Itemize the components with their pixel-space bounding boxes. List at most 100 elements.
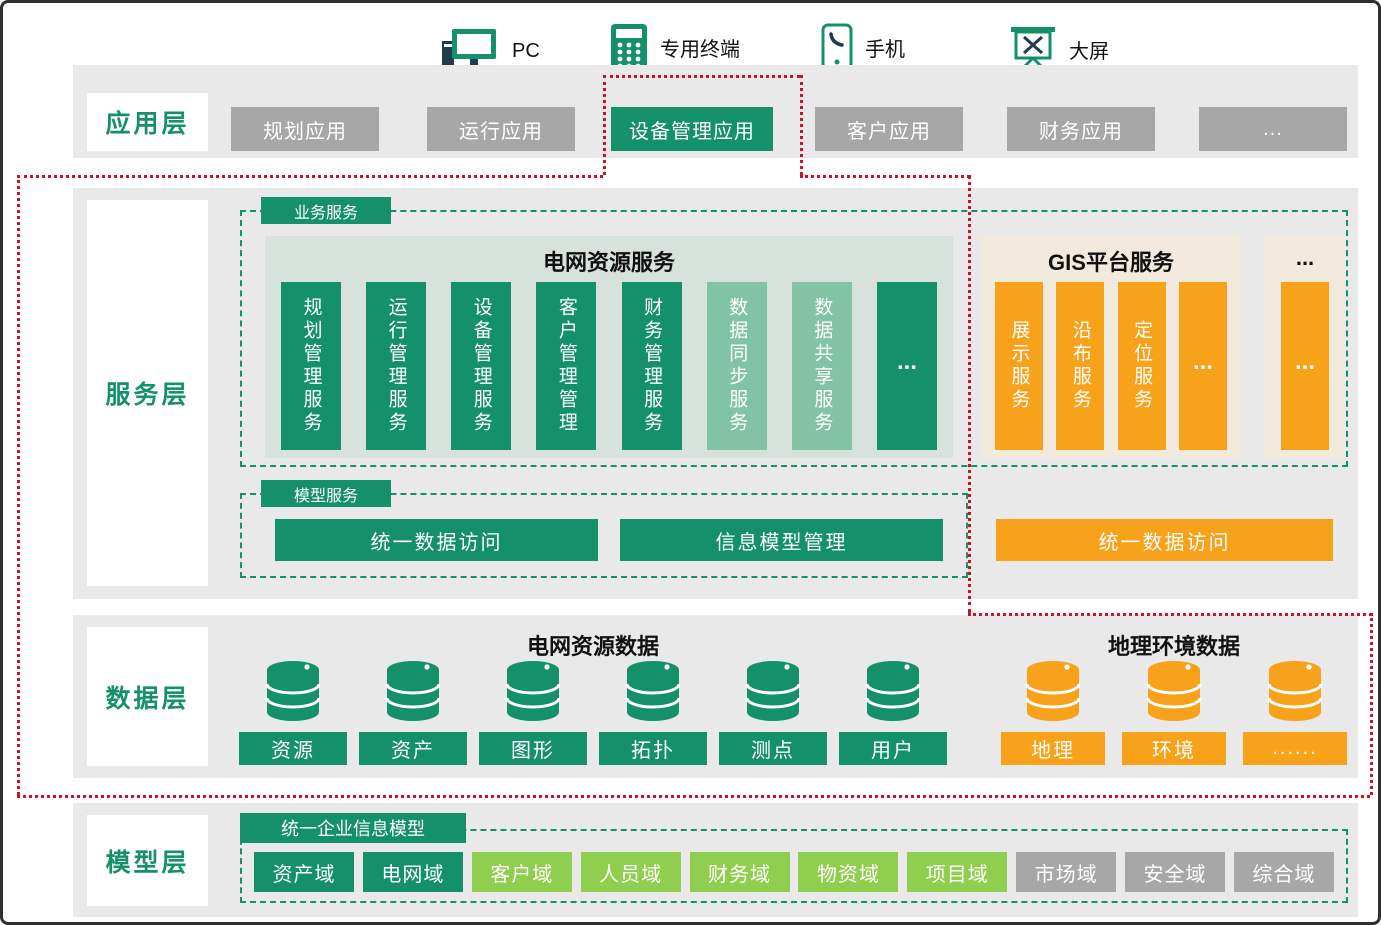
- app-customer: 客户应用: [815, 107, 963, 151]
- info-model-management-button: 信息模型管理: [620, 519, 943, 561]
- model-layer-title: 模型层: [87, 815, 208, 906]
- domain-material: 物资域: [798, 852, 899, 892]
- unified-enterprise-model-tag: 统一企业信息模型: [240, 813, 466, 843]
- device-pc: PC: [440, 27, 540, 75]
- domain-market: 市场域: [1016, 852, 1117, 892]
- domain-project: 项目域: [907, 852, 1008, 892]
- domain-security: 安全域: [1125, 852, 1225, 892]
- db-measurement-label: 测点: [719, 732, 827, 765]
- db-topology: 拓扑: [599, 659, 707, 765]
- database-icon: [385, 661, 441, 721]
- app-finance: 财务应用: [1007, 107, 1155, 151]
- enterprise-model-box: [240, 829, 1348, 903]
- model-services-box: [240, 493, 968, 578]
- service-device-mgmt: 设备管理服务: [451, 282, 512, 450]
- db-geo-more-label: ......: [1243, 732, 1347, 765]
- more-service-columns: ...: [1265, 282, 1345, 450]
- service-data-sync: 数据同步服务: [706, 282, 767, 450]
- database-icon: [745, 661, 801, 721]
- domain-asset: 资产域: [254, 852, 354, 892]
- service-operation-mgmt: 运行管理服务: [366, 282, 427, 450]
- gis-publish-service: 沿布服务: [1056, 282, 1105, 450]
- domain-customer: 客户域: [471, 852, 572, 892]
- highlight-path-right-mid: [968, 175, 971, 613]
- db-environment-label: 环境: [1122, 732, 1226, 765]
- more-service-column: ...: [1281, 282, 1329, 450]
- grid-resource-services-title: 电网资源服务: [542, 250, 675, 275]
- database-icon: [1025, 661, 1081, 721]
- model-domain-row: 资产域 电网域 客户域 人员域 财务域 物资域 项目域 市场域 安全域 综合域: [254, 852, 1334, 892]
- grid-database-group: 资源 资产 图形: [239, 659, 947, 765]
- highlight-path-right-upper: [800, 75, 803, 175]
- database-icon: [505, 661, 561, 721]
- database-icon: [1146, 661, 1202, 721]
- service-customer-mgmt: 客户管理管理: [536, 282, 597, 450]
- unified-data-access-button: 统一数据访问: [275, 519, 598, 561]
- highlight-path-left-long: [17, 175, 20, 795]
- db-geography-label: 地理: [1001, 732, 1105, 765]
- service-more: ...: [876, 282, 937, 450]
- grid-resource-services-panel: 电网资源服务 规划管理服务 运行管理服务 设备管理服务 客户管理管理 财务管理服…: [265, 236, 953, 458]
- gis-unified-data-access-button: 统一数据访问: [996, 519, 1333, 561]
- gis-more-service: ...: [1178, 282, 1227, 450]
- app-layer-title: 应用层: [87, 93, 208, 151]
- business-services-box: [240, 210, 1348, 467]
- db-topology-label: 拓扑: [599, 732, 707, 765]
- device-phone: 手机: [821, 23, 905, 71]
- phone-icon: [821, 23, 853, 71]
- gis-platform-services-panel: GIS平台服务 展示服务 沿布服务 定位服务 ...: [981, 236, 1241, 458]
- service-planning-mgmt: 规划管理服务: [281, 282, 341, 450]
- domain-general: 综合域: [1233, 852, 1334, 892]
- highlight-path-bottom: [17, 795, 1370, 798]
- device-screen-label: 大屏: [1069, 40, 1109, 63]
- database-icon: [865, 661, 921, 721]
- domain-finance: 财务域: [689, 852, 790, 892]
- service-layer-title: 服务层: [87, 200, 208, 586]
- domain-grid: 电网域: [362, 852, 463, 892]
- database-icon: [1267, 661, 1323, 721]
- gis-location-service: 定位服务: [1117, 282, 1166, 450]
- db-geo-more: ......: [1243, 659, 1347, 765]
- domain-personnel: 人员域: [580, 852, 681, 892]
- db-resource-label: 资源: [239, 732, 347, 765]
- db-asset: 资产: [359, 659, 467, 765]
- device-terminal: 专用终端: [610, 23, 740, 71]
- grid-service-columns: 规划管理服务 运行管理服务 设备管理服务 客户管理管理 财务管理服务 数据同步服…: [281, 282, 937, 450]
- highlight-path-right-low: [1370, 613, 1373, 795]
- db-user: 用户: [839, 659, 947, 765]
- database-icon: [625, 661, 681, 721]
- db-measurement: 测点: [719, 659, 827, 765]
- device-terminal-label: 专用终端: [660, 38, 740, 61]
- app-more: ...: [1199, 107, 1347, 151]
- highlight-path-left-upper: [603, 75, 606, 175]
- data-layer-title: 数据层: [87, 627, 208, 766]
- service-finance-mgmt: 财务管理服务: [621, 282, 682, 450]
- highlight-path-h-mid: [968, 613, 1372, 616]
- device-phone-label: 手机: [865, 38, 905, 61]
- highlight-path-top: [603, 75, 800, 78]
- more-services-panel: ... ...: [1265, 236, 1345, 458]
- db-graphic: 图形: [479, 659, 587, 765]
- db-graphic-label: 图形: [479, 732, 587, 765]
- service-data-share: 数据共享服务: [791, 282, 852, 450]
- highlight-path-h-right: [800, 175, 970, 178]
- gis-service-columns: 展示服务 沿布服务 定位服务 ...: [995, 282, 1227, 450]
- app-device-management: 设备管理应用: [611, 107, 773, 151]
- more-services-title: ...: [1295, 245, 1315, 270]
- pc-icon: [442, 29, 496, 70]
- geo-data-title: 地理环境数据: [1107, 634, 1240, 659]
- dedicated-terminal-icon: [611, 24, 647, 70]
- app-planning: 规划应用: [231, 107, 379, 151]
- business-services-tag: 业务服务: [261, 197, 391, 224]
- db-resource: 资源: [239, 659, 347, 765]
- geo-database-group: 地理 环境 ......: [1001, 659, 1347, 765]
- db-geography: 地理: [1001, 659, 1105, 765]
- gis-platform-services-title: GIS平台服务: [1048, 250, 1174, 275]
- app-operation: 运行应用: [427, 107, 575, 151]
- highlight-path-h-left: [17, 175, 603, 178]
- db-asset-label: 资产: [359, 732, 467, 765]
- db-environment: 环境: [1122, 659, 1226, 765]
- model-services-tag: 模型服务: [261, 480, 391, 507]
- gis-display-service: 展示服务: [995, 282, 1043, 450]
